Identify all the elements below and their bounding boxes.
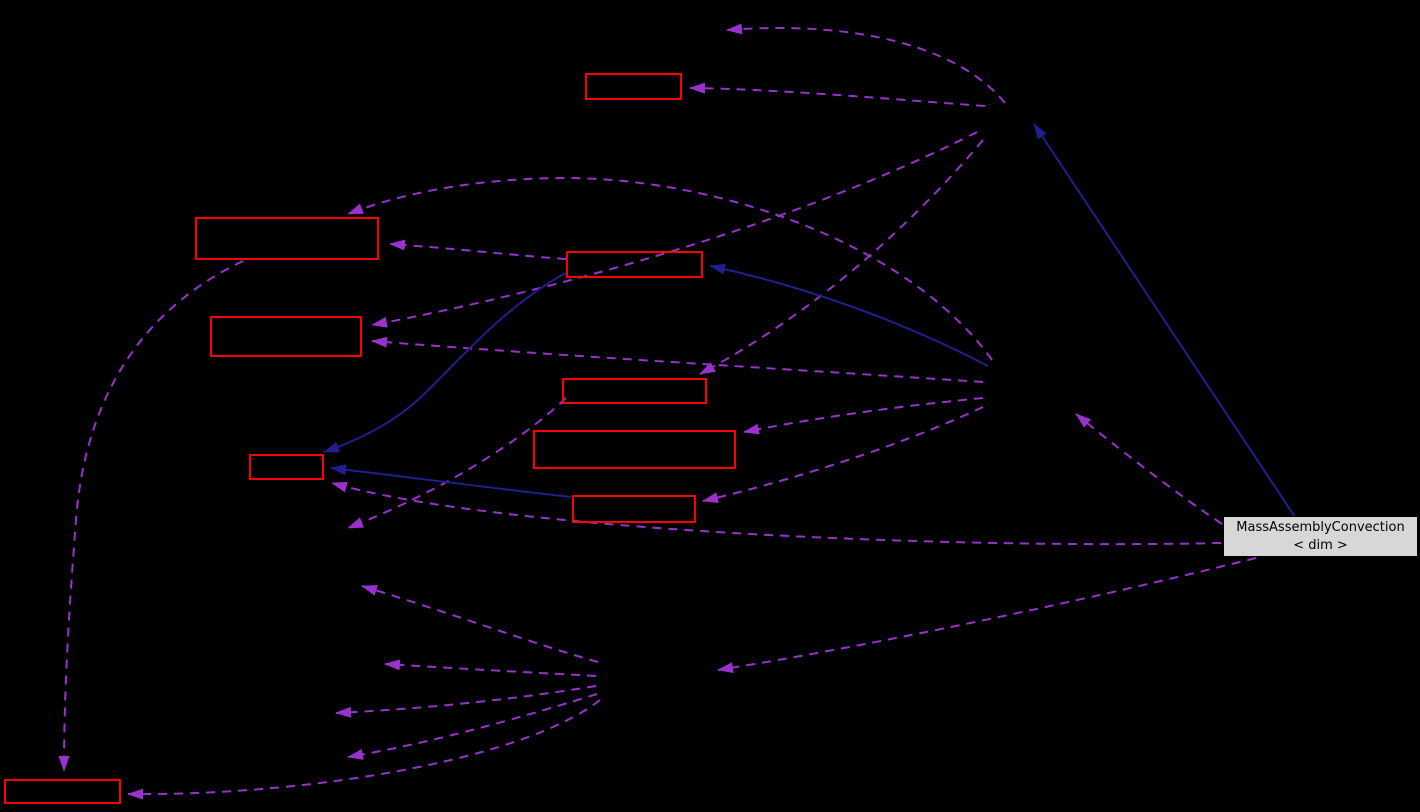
edge-hub1-to-topnode [726,23,1006,104]
edge-hub3-fan-3 [335,685,597,718]
edge-box5-to-hidden-node [347,397,567,529]
main-node-template-param: < dim > [1293,537,1348,553]
edge-hub3-fan-4 [347,693,598,760]
edge-hub2-to-box6 [743,397,984,435]
node-mass-assembly-convection[interactable]: MassAssemblyConvection < dim > [1223,516,1418,557]
edge-hub3-to-box9-right [127,699,601,800]
node-box-8[interactable] [572,495,696,523]
edge-hub2-to-box3-lower [371,336,984,383]
edge-hub3-fan-1 [361,585,599,663]
node-box-4[interactable] [566,251,703,278]
edge-box4-to-box2-right [389,239,567,260]
node-box-2[interactable] [195,217,379,260]
edge-hub2-to-box8 [702,406,984,503]
edge-box8-to-box7-solid [330,464,572,498]
main-node-title: MassAssemblyConvection [1236,519,1405,535]
edge-box4-to-box7-solid [323,272,567,453]
node-box-3[interactable] [210,316,362,357]
edge-hub2-to-box4-solid [709,263,989,367]
edge-main-to-hub1-solid [1033,123,1296,518]
edge-hub1-to-box3-upper [371,131,978,328]
node-box-1[interactable] [585,73,682,100]
edge-main-to-box7 [331,481,1222,546]
edge-hub2-to-box2-top [347,176,993,361]
edge-hub1-to-box5 [699,139,984,375]
edge-main-to-hub3 [717,557,1257,674]
edge-main-to-hub2 [1075,413,1223,525]
edge-hub1-to-box1 [689,82,986,107]
node-box-6[interactable] [533,430,736,469]
node-box-5[interactable] [562,378,707,404]
node-box-7[interactable] [249,454,324,480]
node-box-9[interactable] [4,779,121,804]
edge-hub3-fan-2 [384,659,597,677]
